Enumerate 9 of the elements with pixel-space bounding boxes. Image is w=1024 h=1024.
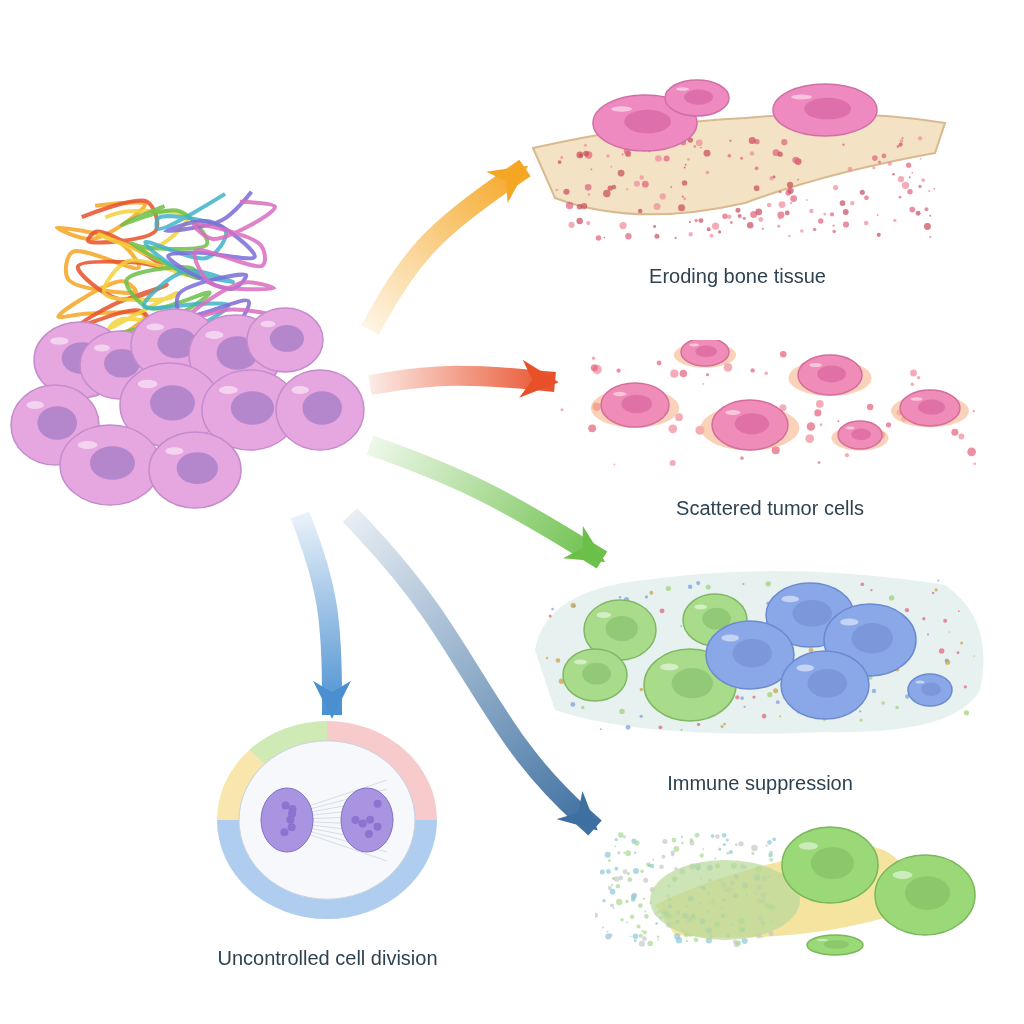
arrow	[366, 435, 608, 569]
node-label: Immune suppression	[667, 772, 853, 795]
arrow	[368, 359, 559, 398]
arrow	[342, 508, 602, 836]
node-label: Eroding bone tissue	[649, 265, 826, 288]
node-label: Uncontrolled cell division	[217, 947, 438, 970]
arrow	[361, 159, 531, 335]
node-label: Scattered tumor cells	[676, 497, 864, 520]
arrow	[290, 511, 351, 719]
